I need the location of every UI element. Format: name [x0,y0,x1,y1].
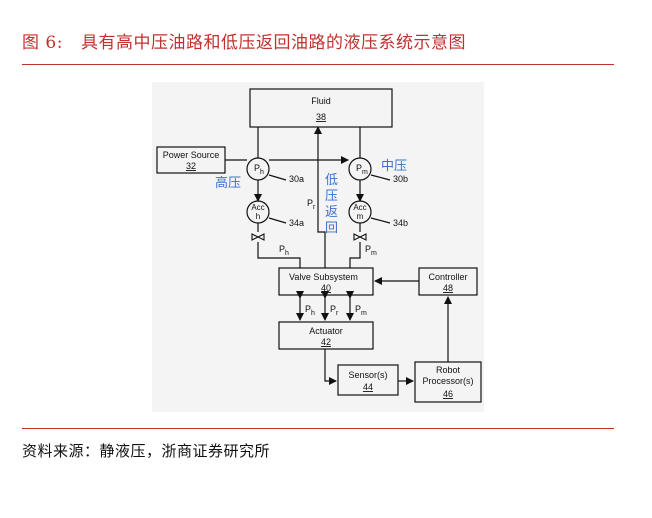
mid-line-to-valve [349,242,361,268]
acc-high-ref: 34a [289,218,304,228]
figure-number: 图 6: [22,33,63,53]
robot-ref: 46 [443,389,453,399]
fluid-ref: 38 [316,112,326,122]
acc-high-label: Acc [251,203,264,212]
actuator-label: Actuator [309,326,343,336]
controller-label: Controller [428,272,467,282]
acc-mid-sub: m [357,212,364,221]
controller-ref: 48 [443,283,453,293]
robot-label-1: Robot [436,365,461,375]
annotation-low-3: 返 [325,205,338,220]
acc-mid-ref: 34b [393,218,408,228]
figure-title-text: 具有高中压油路和低压返回油路的液压系统示意图 [80,33,466,53]
leader-30a [268,174,287,181]
line-return-label: Pr [307,198,316,211]
sensor-ref: 44 [363,382,373,392]
figure-title: 图 6: 具有高中压油路和低压返回油路的液压系统示意图 [22,28,466,53]
line-high-label: Ph [279,244,289,257]
power-source-label: Power Source [163,150,220,160]
sensor-label: Sensor(s) [348,370,387,380]
annotation-low-4: 回 [325,221,338,236]
leader-34a [268,217,287,224]
source-rule [22,428,614,429]
sensor-box [337,364,399,396]
leader-30b [370,174,391,181]
line-mid-label: Pm [365,244,377,257]
actuator-box [278,321,374,350]
valve-label: Valve Subsystem [289,272,358,282]
acc-mid-label: Acc [353,203,366,212]
acc-high-sub: h [256,212,260,221]
pump-high-ref: 30a [289,174,304,184]
annotation-low-1: 低 [325,173,338,188]
check-valve-high-icon [251,233,265,241]
actuator-ref: 42 [321,337,331,347]
power-source-ref: 32 [186,161,196,171]
high-line-to-valve [257,242,301,268]
bus-return-label: Pr [330,304,339,317]
bus-high-label: Ph [305,304,315,317]
return-line [314,126,326,268]
check-valve-mid-icon [353,233,367,241]
bus-mid-label: Pm [355,304,367,317]
annotation-high: 高压 [215,175,241,191]
pump-high-label: Ph [254,163,264,176]
valve-ref: 40 [321,283,331,293]
annotation-mid: 中压 [381,159,407,174]
annotation-low-2: 压 [325,189,338,204]
title-rule [22,64,614,65]
pump-mid-ref: 30b [393,174,408,184]
robot-label-2: Processor(s) [422,376,473,386]
pump-mid-label: Pm [356,163,368,176]
fluid-label: Fluid [311,96,331,106]
actuator-to-sensor [324,349,337,385]
leader-34b [370,217,391,224]
source-note: 资料来源：静液压，浙商证券研究所 [22,442,271,460]
